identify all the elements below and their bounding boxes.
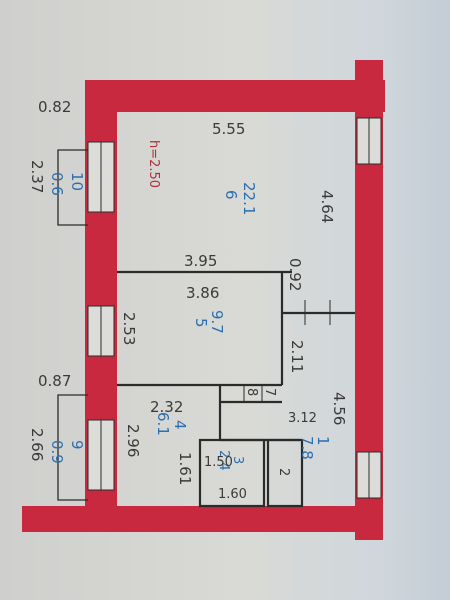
dim-room5-right: 2.11 <box>288 340 306 373</box>
dim-top-left-wall: 0.82 <box>38 98 71 116</box>
ceiling-height: h=2.50 <box>146 140 161 188</box>
dim-room1-width: 3.12 <box>288 411 317 426</box>
dim-room6-right: 4.64 <box>318 190 336 223</box>
dim-room4-height: 1.61 <box>176 452 194 485</box>
dim-corridor-width: 0.92 <box>286 258 304 291</box>
dim-balcony10: 2.37 <box>28 160 46 193</box>
dim-bath-width2: 1.60 <box>218 487 247 502</box>
wall-top <box>85 80 385 112</box>
balcony-9 <box>57 394 88 501</box>
room2-number: 2 <box>276 468 291 476</box>
dim-balcony9: 2.66 <box>28 428 46 461</box>
room3-number: 3 <box>230 456 245 464</box>
balcony9-number: 9 <box>68 440 86 450</box>
room5-area: 9.7 <box>208 310 226 334</box>
dim-room5-left: 2.53 <box>120 312 138 345</box>
labels: 0.82 5.55 h=2.50 6 22.1 4.64 10 0.6 2.37… <box>28 98 348 502</box>
dim-room5-top: 3.86 <box>186 284 219 302</box>
room6-number: 6 <box>222 190 240 200</box>
room1-number: 1 <box>314 436 332 446</box>
balcony10-number: 10 <box>68 172 86 191</box>
dim-bath-width: 1.50 <box>204 455 233 470</box>
dim-room1-height: 4.56 <box>330 392 348 425</box>
room5-number: 5 <box>192 318 210 328</box>
room3-area: 2.4 <box>216 450 231 471</box>
dim-room4-width: 2.32 <box>150 398 183 416</box>
room4-number: 4 <box>171 420 189 430</box>
room4-area: 6.1 <box>154 412 172 436</box>
balcony-10 <box>57 149 88 226</box>
wall-bottom <box>22 506 382 532</box>
dim-left-wall2: 0.87 <box>38 372 71 390</box>
room6-area: 22.1 <box>240 182 258 215</box>
room7-number: 7 <box>262 388 277 396</box>
dim-hall-left: 2.96 <box>124 424 142 457</box>
dim-room6-top: 5.55 <box>212 120 245 138</box>
balconies <box>57 149 88 501</box>
wall-bottom-ext <box>355 506 383 540</box>
room8-number: 8 <box>244 388 259 396</box>
balcony10-area: 0.6 <box>48 172 66 196</box>
balcony9-area: 0.9 <box>48 440 66 464</box>
partitions <box>117 270 355 508</box>
dim-room6-bottom-wall: 3.95 <box>184 252 217 270</box>
room1-area: 7.8 <box>298 436 316 460</box>
